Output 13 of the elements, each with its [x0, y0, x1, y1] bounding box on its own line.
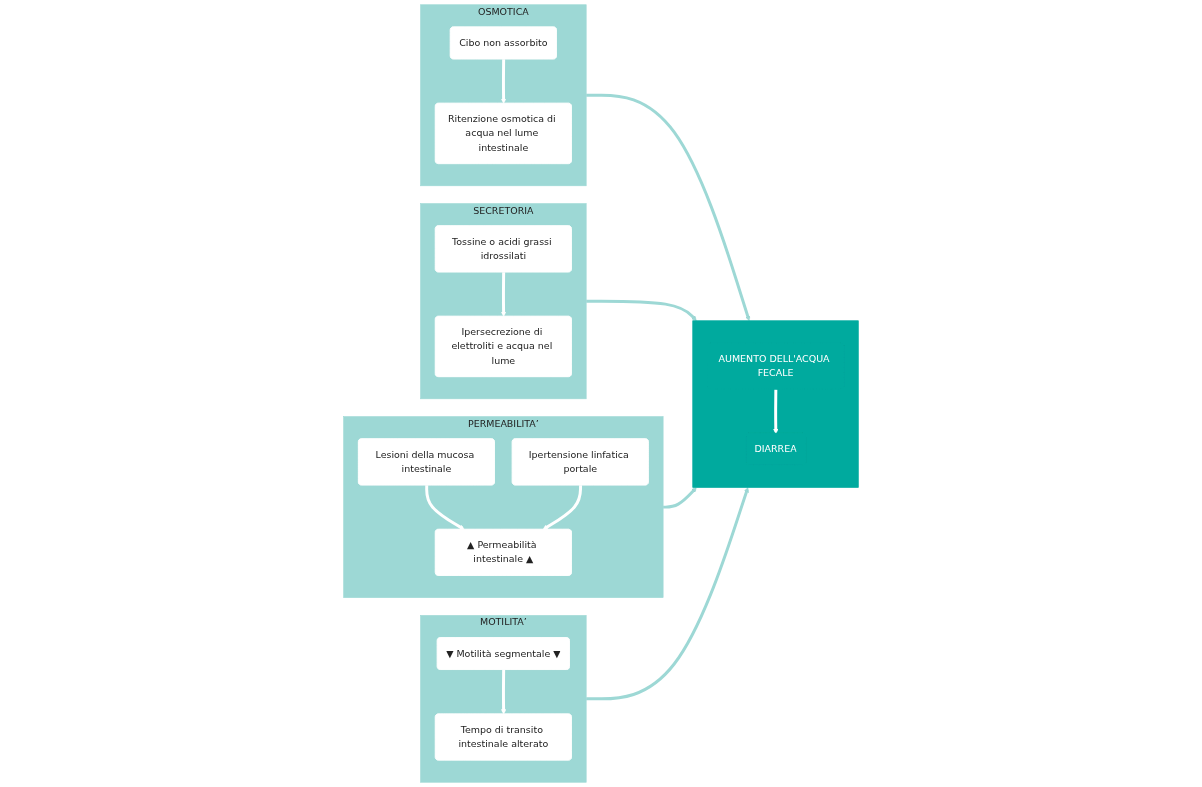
node-text: AUMENTO DELL'ACQUA FECALE [718, 352, 830, 379]
arrow [501, 272, 507, 317]
arrow [425, 485, 465, 530]
arrow [663, 487, 697, 509]
arrow [586, 93, 751, 321]
arrow [586, 299, 697, 321]
arrow [773, 389, 779, 434]
cluster [692, 320, 859, 488]
arrow [586, 487, 749, 701]
node-text: DIARREA [754, 443, 797, 455]
arrow [501, 669, 507, 715]
arrow [501, 59, 507, 104]
arrow [542, 485, 583, 530]
